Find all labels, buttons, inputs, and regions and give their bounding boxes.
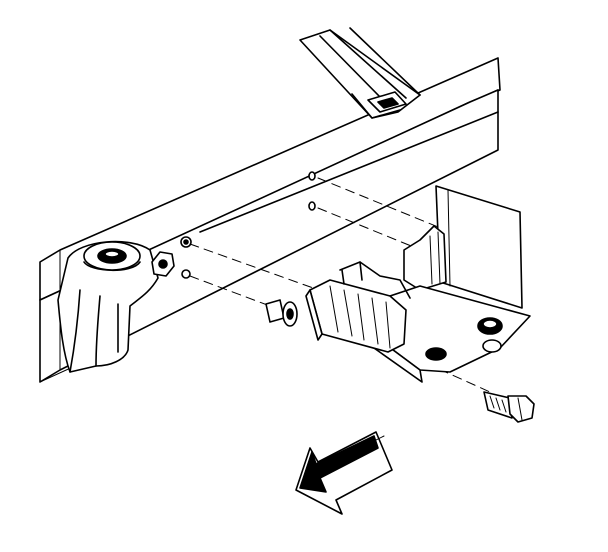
mounting-bracket	[305, 185, 531, 383]
crossmember	[299, 27, 421, 119]
washer	[180, 171, 316, 279]
bushing	[265, 299, 298, 327]
body-mount-bracket	[57, 240, 159, 373]
nut	[151, 251, 175, 277]
front-direction-arrow-icon	[295, 431, 393, 515]
bolt	[483, 391, 535, 423]
